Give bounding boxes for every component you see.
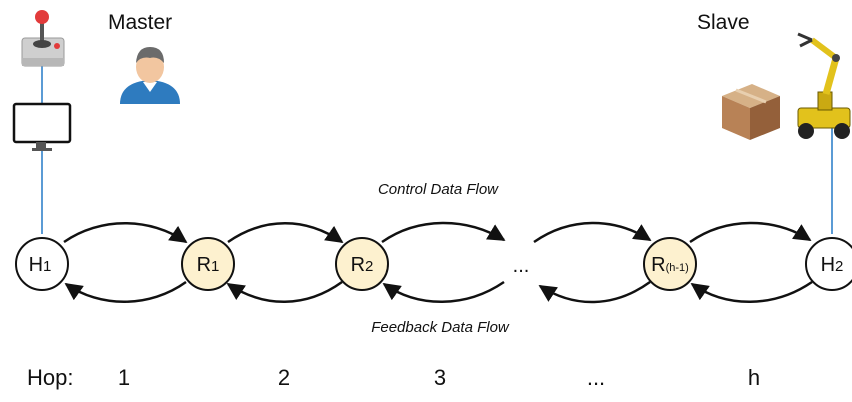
hop-value-ellipsis: ... [587, 365, 605, 390]
hop-label: Hop: [27, 365, 73, 390]
node-rh1: R(h-1) [643, 237, 697, 291]
node-r1-main: R [197, 254, 211, 276]
feedback-arrow-h2-rh1 [690, 280, 813, 303]
hop-value-1: 1 [118, 365, 130, 390]
control-arrow-r1-r2 [227, 222, 344, 244]
svg-text:R(h-1): R(h-1) [651, 254, 689, 276]
node-h1-sub: 1 [43, 258, 51, 275]
hop-value-2: 2 [278, 365, 290, 390]
slave-label: Slave [697, 11, 750, 34]
joystick-icon [21, 10, 65, 67]
hop-value-3: 3 [434, 365, 446, 390]
hop-row: Hop: 1 2 3 ... h [27, 365, 760, 390]
node-ellipsis: ... [513, 255, 530, 277]
control-arrow-rh1-h2 [689, 221, 812, 244]
control-flow-label: Control Data Flow [378, 181, 499, 198]
svg-text:H1: H1 [29, 254, 52, 276]
feedback-flow-label: Feedback Data Flow [371, 319, 510, 336]
control-arrow-r2-dots [381, 221, 506, 244]
box-icon [722, 84, 780, 140]
feedback-arrows [64, 280, 813, 304]
node-rh1-main: R [651, 254, 665, 276]
node-r2-sub: 2 [365, 258, 373, 275]
control-arrow-h1-r1 [63, 222, 188, 244]
svg-text:R2: R2 [351, 254, 374, 276]
control-arrows [63, 221, 812, 244]
feedback-arrow-r2-r1 [226, 280, 343, 303]
svg-text:R1: R1 [197, 254, 220, 276]
node-rh1-sub: (h-1) [666, 262, 689, 274]
node-h1-main: H [29, 254, 43, 276]
feedback-arrow-dots-r2 [382, 280, 505, 303]
control-arrow-dots-rh1 [533, 221, 652, 244]
node-h2-sub: 2 [835, 258, 843, 275]
node-h2: H2 [805, 237, 852, 291]
node-h2-main: H [821, 254, 835, 276]
feedback-arrow-rh1-dots [538, 280, 651, 304]
svg-text:H2: H2 [821, 254, 844, 276]
node-h1: H1 [15, 237, 69, 291]
master-label: Master [108, 11, 172, 34]
node-r2: R2 [335, 237, 389, 291]
node-r2-main: R [351, 254, 365, 276]
node-r1-sub: 1 [211, 258, 219, 275]
monitor-icon [12, 102, 72, 151]
person-icon [120, 47, 180, 104]
node-r1: R1 [181, 237, 235, 291]
robot-arm-icon [797, 32, 851, 139]
hop-value-h: h [748, 365, 760, 390]
feedback-arrow-r1-h1 [64, 280, 187, 303]
